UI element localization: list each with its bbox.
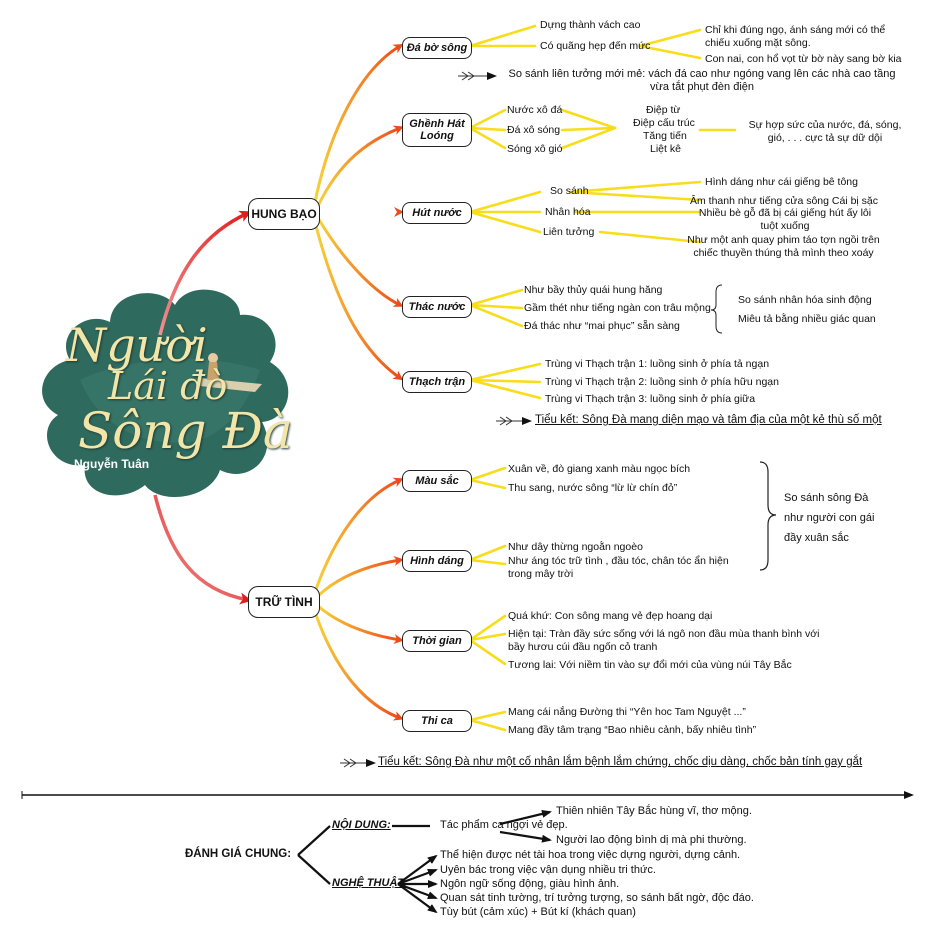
danh-gia-chung-label: ĐÁNH GIÁ CHUNG:: [185, 848, 292, 860]
ghenh-device: Điệp từ: [646, 104, 681, 116]
node-thi-ca[interactable]: Thi ca: [402, 710, 472, 732]
arrow-to-tru-tinh: [153, 494, 252, 605]
cover-title-line2: Lái đò: [108, 364, 228, 408]
noi-dung-item: Thiên nhiên Tây Bắc hùng vĩ, thơ mộng.: [556, 805, 752, 817]
thac-nuoc-item: Đá thác như “mai phục” sẵn sàng: [524, 320, 680, 332]
node-thoi-gian[interactable]: Thời gian: [402, 630, 472, 652]
boat-icon: [200, 378, 262, 392]
brace-thac-nuoc: [710, 284, 723, 334]
nghe-thuat-item: Quan sát tinh tường, trí tưởng tượng, so…: [440, 892, 754, 904]
yellow-connectors: [468, 24, 737, 732]
hung-bao-summary: Tiểu kết: Sông Đà mang diện mạo và tâm đ…: [535, 414, 882, 426]
hung-bao-arrows: [313, 43, 404, 381]
hinh-dang-item: Như dây thừng ngoằn ngoèo: [508, 541, 643, 553]
node-hinh-dang[interactable]: Hình dáng: [402, 550, 472, 572]
thach-tran-item: Trùng vi Thạch trận 3: luồng sinh ở phía…: [545, 393, 756, 405]
node-mau-sac[interactable]: Màu sắc: [402, 470, 472, 492]
da-bo-song-item: Có quãng hẹp đến mức: [540, 40, 651, 52]
noi-dung-label: NỘI DUNG:: [332, 819, 391, 831]
thac-nuoc-item: Gầm thét như tiếng ngàn con trâu mộng: [524, 302, 711, 314]
da-bo-song-detail: Con nai, con hổ vọt từ bờ này sang bờ ki…: [705, 53, 902, 65]
node-thac-nuoc[interactable]: Thác nước: [402, 296, 472, 318]
evaluation-arrows: [297, 809, 552, 914]
thi-ca-item: Mang cái nắng Đường thi “Yên hoc Tam Ngu…: [508, 706, 746, 718]
thoi-gian-item: Quá khứ: Con sông mang vẻ đẹp hoang dại: [508, 610, 713, 622]
ghenh-item: Nước xô đá: [507, 104, 563, 116]
node-ghenh-hat-loong[interactable]: Ghềnh Hát Loóng: [402, 113, 472, 147]
thac-nuoc-item: Như bầy thủy quái hung hăng: [524, 284, 663, 296]
summary-arrow-icons: [340, 71, 532, 768]
thach-tran-item: Trùng vi Thạch trận 1: luồng sinh ở phía…: [545, 358, 770, 370]
compare-note: So sánh sông Đà như người con gái đầy xu…: [784, 492, 875, 544]
mau-sac-item: Xuân về, đò giang xanh màu ngọc bích: [508, 463, 691, 475]
noi-dung-item: Người lao động bình dị mà phi thường.: [556, 834, 747, 846]
node-tru-tinh[interactable]: TRỮ TÌNH: [248, 586, 320, 618]
node-thach-tran[interactable]: Thạch trận: [402, 371, 472, 393]
ghenh-item: Đá xô sóng: [507, 124, 561, 136]
ghenh-device: Tăng tiến: [643, 130, 687, 142]
cover-cloud: [42, 289, 289, 497]
node-hung-bao[interactable]: HUNG BẠO: [248, 198, 320, 230]
hut-nuoc-detail: Nhiều bè gỗ đã bị cái giếng hút ấy lôi t…: [698, 207, 872, 232]
ghenh-device: Liệt kê: [650, 143, 681, 155]
ghenh-item: Sóng xô gió: [507, 143, 563, 155]
da-bo-song-item: Dựng thành vách cao: [540, 19, 641, 31]
hut-nuoc-detail: Âm thanh như tiếng cửa sông Cái bị sặc: [690, 195, 878, 207]
boatman-icon: [208, 353, 218, 363]
cover-author: Nguyễn Tuân: [74, 457, 150, 471]
hut-nuoc-detail: Như một anh quay phim táo tợn ngồi trên …: [687, 234, 880, 259]
thoi-gian-item: Tương lai: Với niềm tin vào sự đổi mới c…: [508, 659, 792, 671]
hut-nuoc-item: Liên tưởng: [543, 226, 595, 238]
nghe-thuat-item: Thể hiện được nét tài hoa trong việc dựn…: [440, 849, 741, 861]
node-hut-nuoc[interactable]: Hút nước: [402, 202, 472, 224]
nghe-thuat-item: Uyên bác trong việc vận dụng nhiều tri t…: [440, 864, 656, 876]
noi-dung-main: Tác phẩm ca ngợi vẻ đẹp.: [440, 819, 568, 831]
thac-nuoc-note: So sánh nhân hóa sinh động: [738, 294, 872, 306]
tru-tinh-arrows: [313, 477, 404, 721]
hinh-dang-item: Như áng tóc trữ tình , đầu tóc, chân tóc…: [508, 555, 729, 580]
hut-nuoc-item: Nhân hóa: [545, 206, 591, 218]
thac-nuoc-note: Miêu tả bằng nhiều giác quan: [738, 313, 876, 325]
nghe-thuat-item: Ngôn ngữ sống động, giàu hình ảnh.: [440, 878, 620, 890]
da-bo-song-note: So sánh liên tưởng mới mẻ: vách đá cao n…: [508, 68, 896, 93]
hut-nuoc-item: So sánh: [550, 185, 589, 197]
thach-tran-item: Trùng vi Thạch trận 2: luồng sinh ở phía…: [545, 376, 779, 388]
brace-tru-tinh: [759, 461, 777, 571]
nghe-thuat-item: Tùy bút (cảm xúc) + Bút kí (khách quan): [440, 906, 636, 918]
da-bo-song-detail: Chỉ khi đúng ngọ, ánh sáng mới có thể ch…: [705, 24, 886, 49]
thi-ca-item: Mang đầy tâm trạng “Bao nhiêu cảnh, bấy …: [508, 724, 757, 736]
ghenh-device: Điệp cấu trúc: [633, 117, 695, 129]
tru-tinh-summary: Tiểu kết: Sông Đà như một cố nhân lắm bệ…: [378, 756, 863, 768]
ghenh-result: Sự hợp sức của nước, đá, sóng, gió, . . …: [748, 119, 902, 144]
nghe-thuat-label: NGHỆ THUẬT:: [332, 877, 407, 889]
cover-title-line1: Người: [66, 318, 208, 372]
mau-sac-item: Thu sang, nước sông “lừ lừ chín đỏ”: [508, 482, 678, 494]
cover-title-line3: Sông Đà: [78, 402, 293, 460]
node-da-bo-song[interactable]: Đá bờ sông: [402, 37, 472, 59]
hut-nuoc-detail: Hình dáng như cái giếng bê tông: [705, 176, 858, 188]
arrow-to-hung-bao: [158, 210, 252, 336]
thoi-gian-item: Hiện tại: Tràn đầy sức sống với lá ngô n…: [508, 628, 820, 653]
